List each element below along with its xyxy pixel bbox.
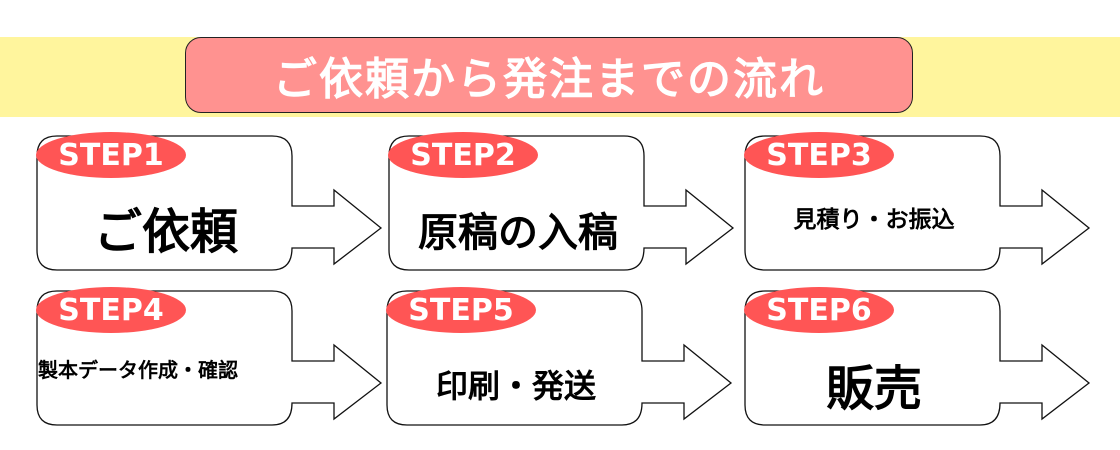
step-label: 印刷・発送 [435,367,596,405]
step-1: STEP1 ご依頼 [36,130,383,271]
step-2: STEP2 原稿の入稿 [388,130,735,271]
step-5: STEP5 印刷・発送 [386,285,733,426]
step-badge: STEP5 [386,287,536,333]
step-badge: STEP3 [744,132,894,178]
page-title: ご依頼から発注までの流れ [273,54,825,105]
step-label: 販売 [825,361,922,417]
step-badge: STEP6 [744,287,894,333]
step-label: ご依頼 [93,204,238,260]
step-badge: STEP2 [388,132,538,178]
step-6: STEP6 販売 [744,285,1091,426]
step-4: STEP4 製本データ作成・確認 [36,285,383,426]
step-label: 原稿の入稿 [418,210,618,256]
step-badge: STEP1 [36,132,186,178]
step-3: STEP3 見積り・お振込 [744,130,1091,271]
title-box: ご依頼から発注までの流れ [185,37,913,113]
step-label: 製本データ作成・確認 [38,358,238,382]
step-badge: STEP4 [36,287,186,333]
step-label: 見積り・お振込 [793,207,955,233]
